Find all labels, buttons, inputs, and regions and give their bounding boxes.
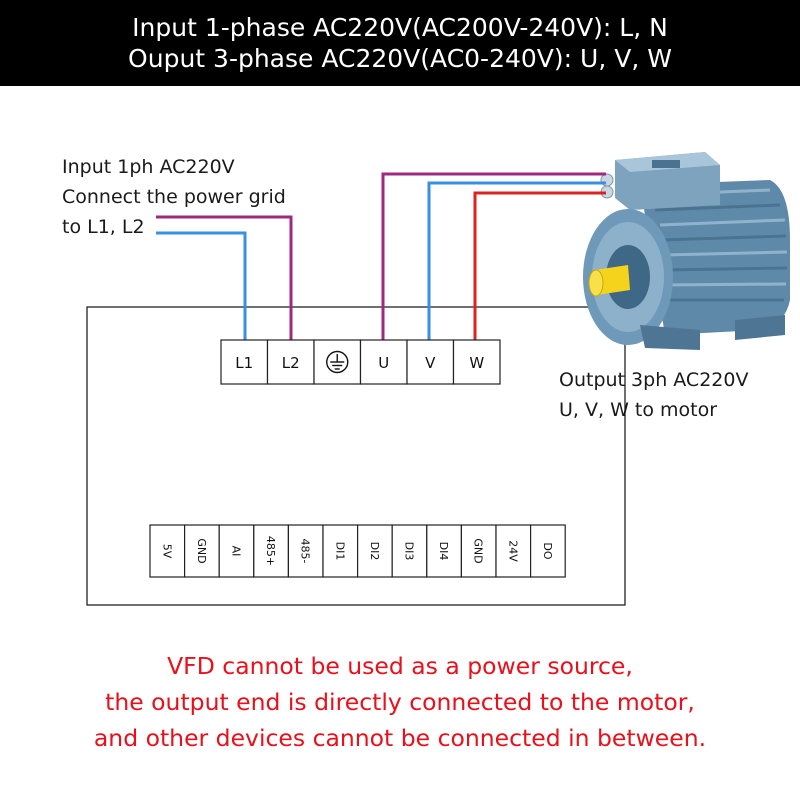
wire-input-l2 (156, 215, 293, 340)
power-terminal-block: L1 L2 U V W (220, 339, 501, 385)
header-line-1: Input 1-phase AC220V(AC200V-240V): L, N (132, 13, 668, 42)
warning-line-1: VFD cannot be used as a power source, (167, 652, 633, 680)
warning-text: VFD cannot be used as a power source, th… (0, 648, 800, 756)
wire-input-l1 (156, 231, 247, 340)
header-banner: Input 1-phase AC220V(AC200V-240V): L, N … (0, 0, 800, 86)
control-terminal: DI3 (391, 524, 428, 578)
control-terminal-label: DI1 (333, 542, 346, 561)
control-terminal: DI4 (426, 524, 462, 578)
control-terminal-label: 485+ (264, 536, 277, 566)
terminal-label: W (469, 354, 484, 372)
terminal-label: V (425, 354, 436, 372)
warning-line-3: and other devices cannot be connected in… (93, 724, 707, 752)
terminal-w: W (452, 339, 501, 385)
terminal-l2: L2 (266, 339, 315, 385)
terminal-label: U (378, 354, 389, 372)
control-terminal: DO (529, 524, 566, 578)
output-note-line-1: Output 3ph AC220V (559, 369, 749, 391)
control-terminal: 5V (149, 524, 186, 578)
control-terminal-block: 5V GND AI 485+ 485- DI1 DI2 DI3 DI4 GND 24V DO (149, 524, 566, 578)
wire-output-u (381, 172, 606, 340)
control-terminal: AI (218, 524, 255, 578)
terminal-v: V (406, 339, 455, 385)
control-terminal-label: DI4 (437, 542, 450, 561)
control-terminal-label: DI2 (368, 542, 381, 561)
control-terminal-label: 485- (299, 539, 312, 564)
input-note-line-2: Connect the power grid (62, 186, 286, 208)
terminal-ground (313, 339, 362, 385)
control-terminal: 485+ (253, 524, 290, 578)
input-note-line-1: Input 1ph AC220V (62, 156, 235, 178)
terminal-label: L1 (235, 354, 253, 372)
control-terminal-label: DI3 (403, 542, 416, 561)
header-line-2: Ouput 3-phase AC220V(AC0-240V): U, V, W (128, 44, 672, 73)
electric-motor-icon (583, 152, 790, 350)
wire-output-v (427, 181, 606, 340)
warning-line-2: the output end is directly connected to … (105, 688, 695, 716)
control-terminal: GND (460, 524, 497, 578)
ground-icon (326, 350, 349, 374)
control-terminal-label: 5V (160, 544, 173, 559)
terminal-u: U (359, 339, 408, 385)
control-terminal: DI1 (322, 524, 359, 578)
terminal-l1: L1 (220, 339, 269, 385)
output-note: Output 3ph AC220V U, V, W to motor (559, 365, 748, 425)
control-terminal: 24V (495, 524, 532, 578)
vfd-enclosure (86, 306, 626, 606)
terminal-label: L2 (282, 354, 300, 372)
control-terminal-label: GND (195, 538, 208, 563)
control-terminal-label: AI (230, 546, 243, 557)
wire-output-w (473, 191, 606, 340)
output-note-line-2: U, V, W to motor (559, 399, 718, 421)
control-terminal: DI2 (357, 524, 393, 578)
input-note: Input 1ph AC220V Connect the power grid … (62, 152, 286, 242)
control-terminal: GND (184, 524, 220, 578)
control-terminal: 485- (287, 524, 324, 578)
control-terminal-label: 24V (506, 540, 519, 562)
input-note-line-3: to L1, L2 (62, 216, 145, 238)
control-terminal-label: DO (541, 542, 554, 559)
control-terminal-label: GND (472, 538, 485, 563)
